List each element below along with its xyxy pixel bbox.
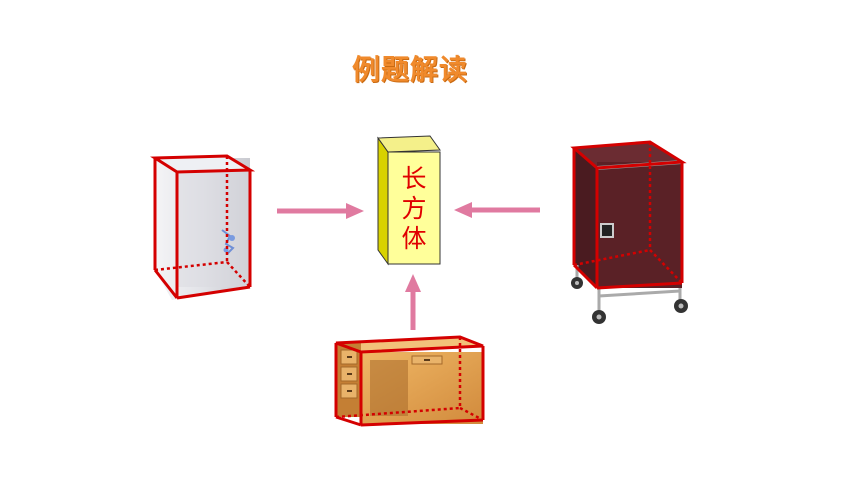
arrow-up-icon — [405, 274, 421, 330]
page-title: 例题解读 — [351, 53, 468, 86]
cuboid-icon — [377, 135, 441, 266]
fridge-icon — [150, 154, 256, 300]
cuboid-label-char-2: 方 — [401, 194, 427, 223]
cabinet-icon — [570, 140, 688, 324]
arrow-left-icon — [454, 202, 540, 218]
cabinet-outline — [570, 140, 687, 290]
fridge-outline — [150, 154, 256, 300]
cuboid-label-char-1: 长 — [401, 164, 427, 193]
desk-outline — [334, 335, 485, 427]
arrow-right-icon — [277, 203, 364, 219]
cuboid-label-char-3: 体 — [401, 224, 427, 253]
desk-icon — [334, 335, 485, 427]
